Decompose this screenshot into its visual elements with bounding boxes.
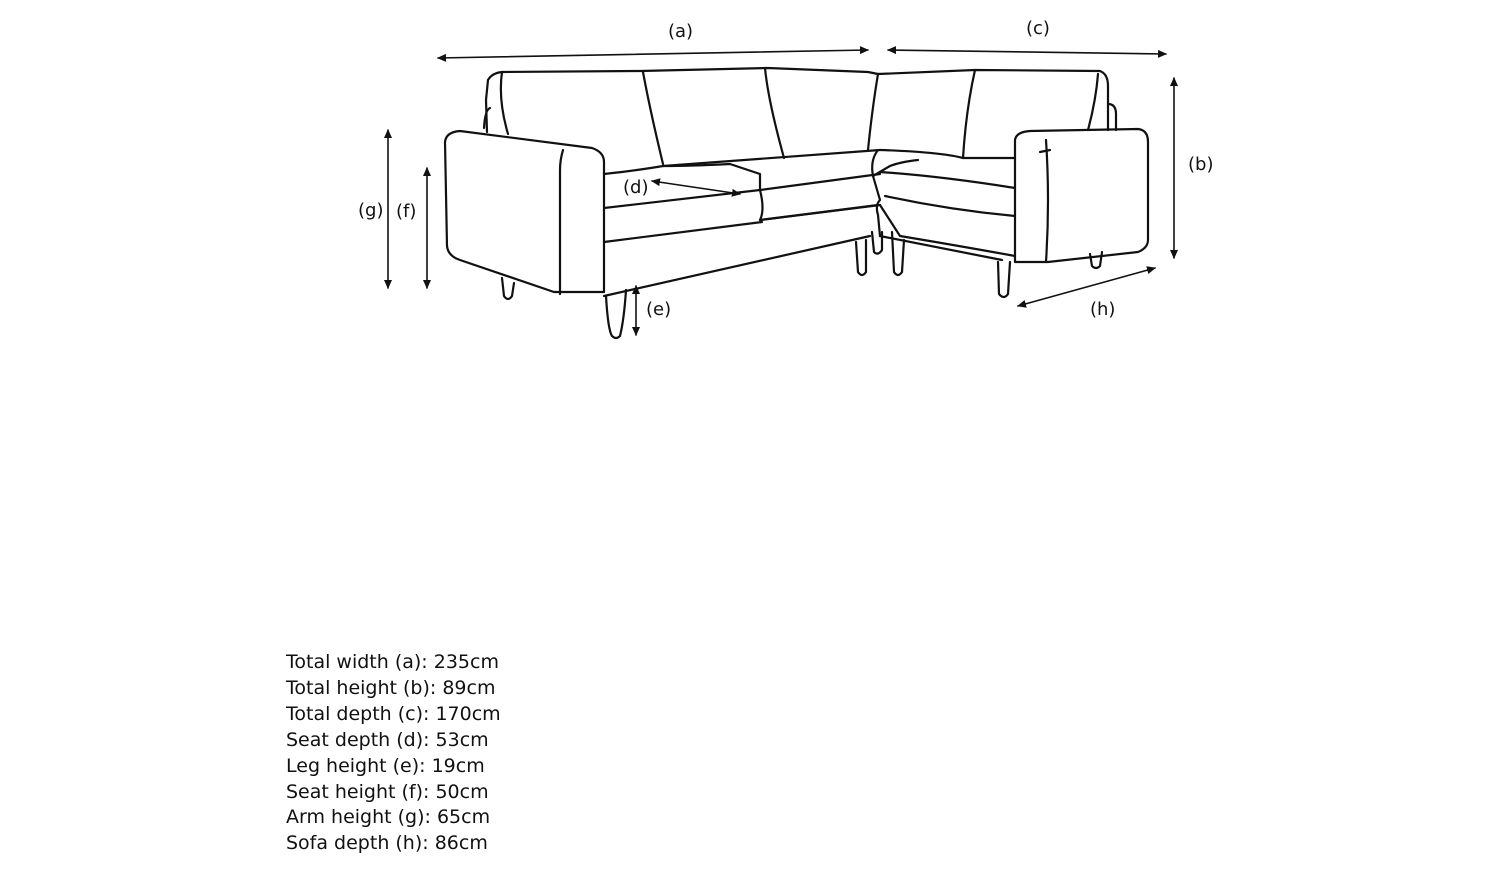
dimension-label-f: (f) — [396, 201, 417, 222]
dimension-label-b: (b) — [1188, 154, 1214, 175]
spec-total-height: Total height (b): 89cm — [286, 676, 496, 699]
dimension-arrow-h — [1017, 266, 1156, 308]
spec-total-depth: Total depth (c): 170cm — [286, 702, 501, 725]
dimension-arrows — [384, 46, 1178, 336]
dimension-arrow-c — [887, 46, 1167, 58]
dimension-arrow-a — [437, 46, 869, 62]
sofa-outline — [443, 66, 1150, 340]
spec-seat-height: Seat height (f): 50cm — [286, 780, 489, 803]
spec-seat-depth: Seat depth (d): 53cm — [286, 728, 489, 751]
spec-leg-height: Leg height (e): 19cm — [286, 754, 485, 777]
dimension-label-c: (c) — [1026, 18, 1050, 39]
dimension-specs-list: Total width (a): 235cm Total height (b):… — [286, 650, 501, 857]
dimension-label-d: (d) — [623, 177, 649, 198]
dimension-arrow-d — [651, 178, 741, 197]
spec-arm-height: Arm height (g): 65cm — [286, 806, 491, 829]
dimension-label-a: (a) — [668, 21, 694, 42]
spec-total-width: Total width (a): 235cm — [286, 651, 499, 673]
dimension-label-g: (g) — [358, 200, 384, 221]
dimension-label-h: (h) — [1090, 299, 1116, 320]
spec-sofa-depth: Sofa depth (h): 86cm — [286, 832, 488, 855]
dimension-label-e: (e) — [646, 299, 672, 320]
